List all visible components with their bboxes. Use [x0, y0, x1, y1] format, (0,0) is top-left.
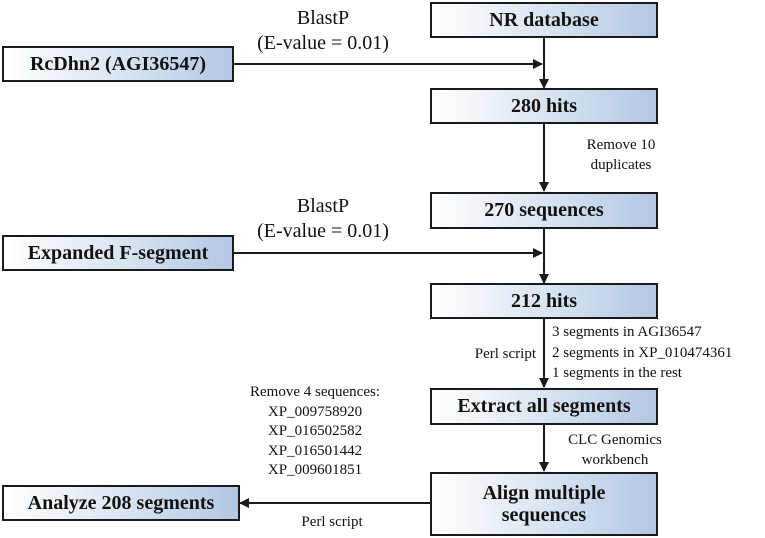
box-align-line1: Align multiple [482, 481, 606, 504]
box-expanded-text: Expanded F-segment [27, 241, 209, 264]
label-remove4-title: Remove 4 sequences: [250, 384, 380, 400]
label-blastp-2-line2: (E-value = 0.01) [257, 220, 389, 242]
label-segments-line2: 2 segments in XP_010474361 [552, 344, 733, 361]
box-analyze-segments: Analyze 208 segments [2, 485, 240, 521]
box-align-line2: sequences [501, 504, 587, 526]
box-extract-segments: Extract all segments [430, 388, 658, 425]
label-segments-line1: 3 segments in AGI36547 [552, 324, 702, 340]
box-270-sequences-text: 270 sequences [484, 199, 604, 222]
label-perl-script-1-text: Perl script [474, 346, 536, 362]
box-212-hits: 212 hits [430, 283, 658, 319]
box-rcdhn2: RcDhn2 (AGI36547) [2, 46, 234, 82]
label-blastp-1-line1: BlastP [296, 7, 350, 29]
box-nr-database-text: NR database [489, 8, 599, 31]
label-segments-line3: 1 segments in the rest [552, 365, 682, 381]
box-expanded-f-segment: Expanded F-segment [2, 235, 234, 271]
label-blastp-2-line1: BlastP [296, 195, 350, 217]
box-280-hits-text: 280 hits [510, 94, 578, 117]
label-remove-dup-line2: duplicates [590, 157, 652, 173]
label-remove4-item: XP_016502582 [267, 423, 363, 439]
label-remove4-item: XP_009601851 [267, 462, 363, 478]
label-clc-line1: CLC Genomics [568, 432, 662, 448]
label-remove4-item: XP_016501442 [267, 442, 363, 459]
box-extract-segments-text: Extract all segments [457, 395, 631, 418]
box-analyze-text: Analyze 208 segments [27, 491, 215, 514]
label-blastp-1: BlastP (E-value = 0.01) [238, 6, 408, 56]
label-segment-counts: 3 segments in AGI36547 2 segments in XP_… [552, 322, 752, 384]
box-270-sequences: 270 sequences [430, 192, 658, 229]
box-align-sequences: Align multiple sequences [430, 472, 658, 536]
label-clc-genomics: CLC Genomics workbench [550, 430, 680, 470]
label-blastp-2: BlastP (E-value = 0.01) [238, 194, 408, 244]
label-remove4-item: XP_009758920 [267, 403, 363, 420]
label-removed-sequences: Remove 4 sequences: XP_009758920 XP_0165… [235, 383, 395, 481]
box-212-hits-text: 212 hits [510, 289, 578, 312]
label-perl-script-1: Perl script [440, 344, 536, 364]
box-rcdhn2-text: RcDhn2 (AGI36547) [29, 52, 207, 75]
label-perl-script-2: Perl script [284, 512, 380, 532]
label-remove-dup-line1: Remove 10 [586, 137, 656, 153]
box-nr-database: NR database [430, 2, 658, 38]
label-clc-line2: workbench [581, 452, 649, 468]
box-280-hits: 280 hits [430, 88, 658, 124]
label-blastp-1-line2: (E-value = 0.01) [257, 32, 389, 54]
label-remove-duplicates: Remove 10 duplicates [556, 135, 686, 175]
label-perl-script-2-text: Perl script [301, 514, 363, 530]
